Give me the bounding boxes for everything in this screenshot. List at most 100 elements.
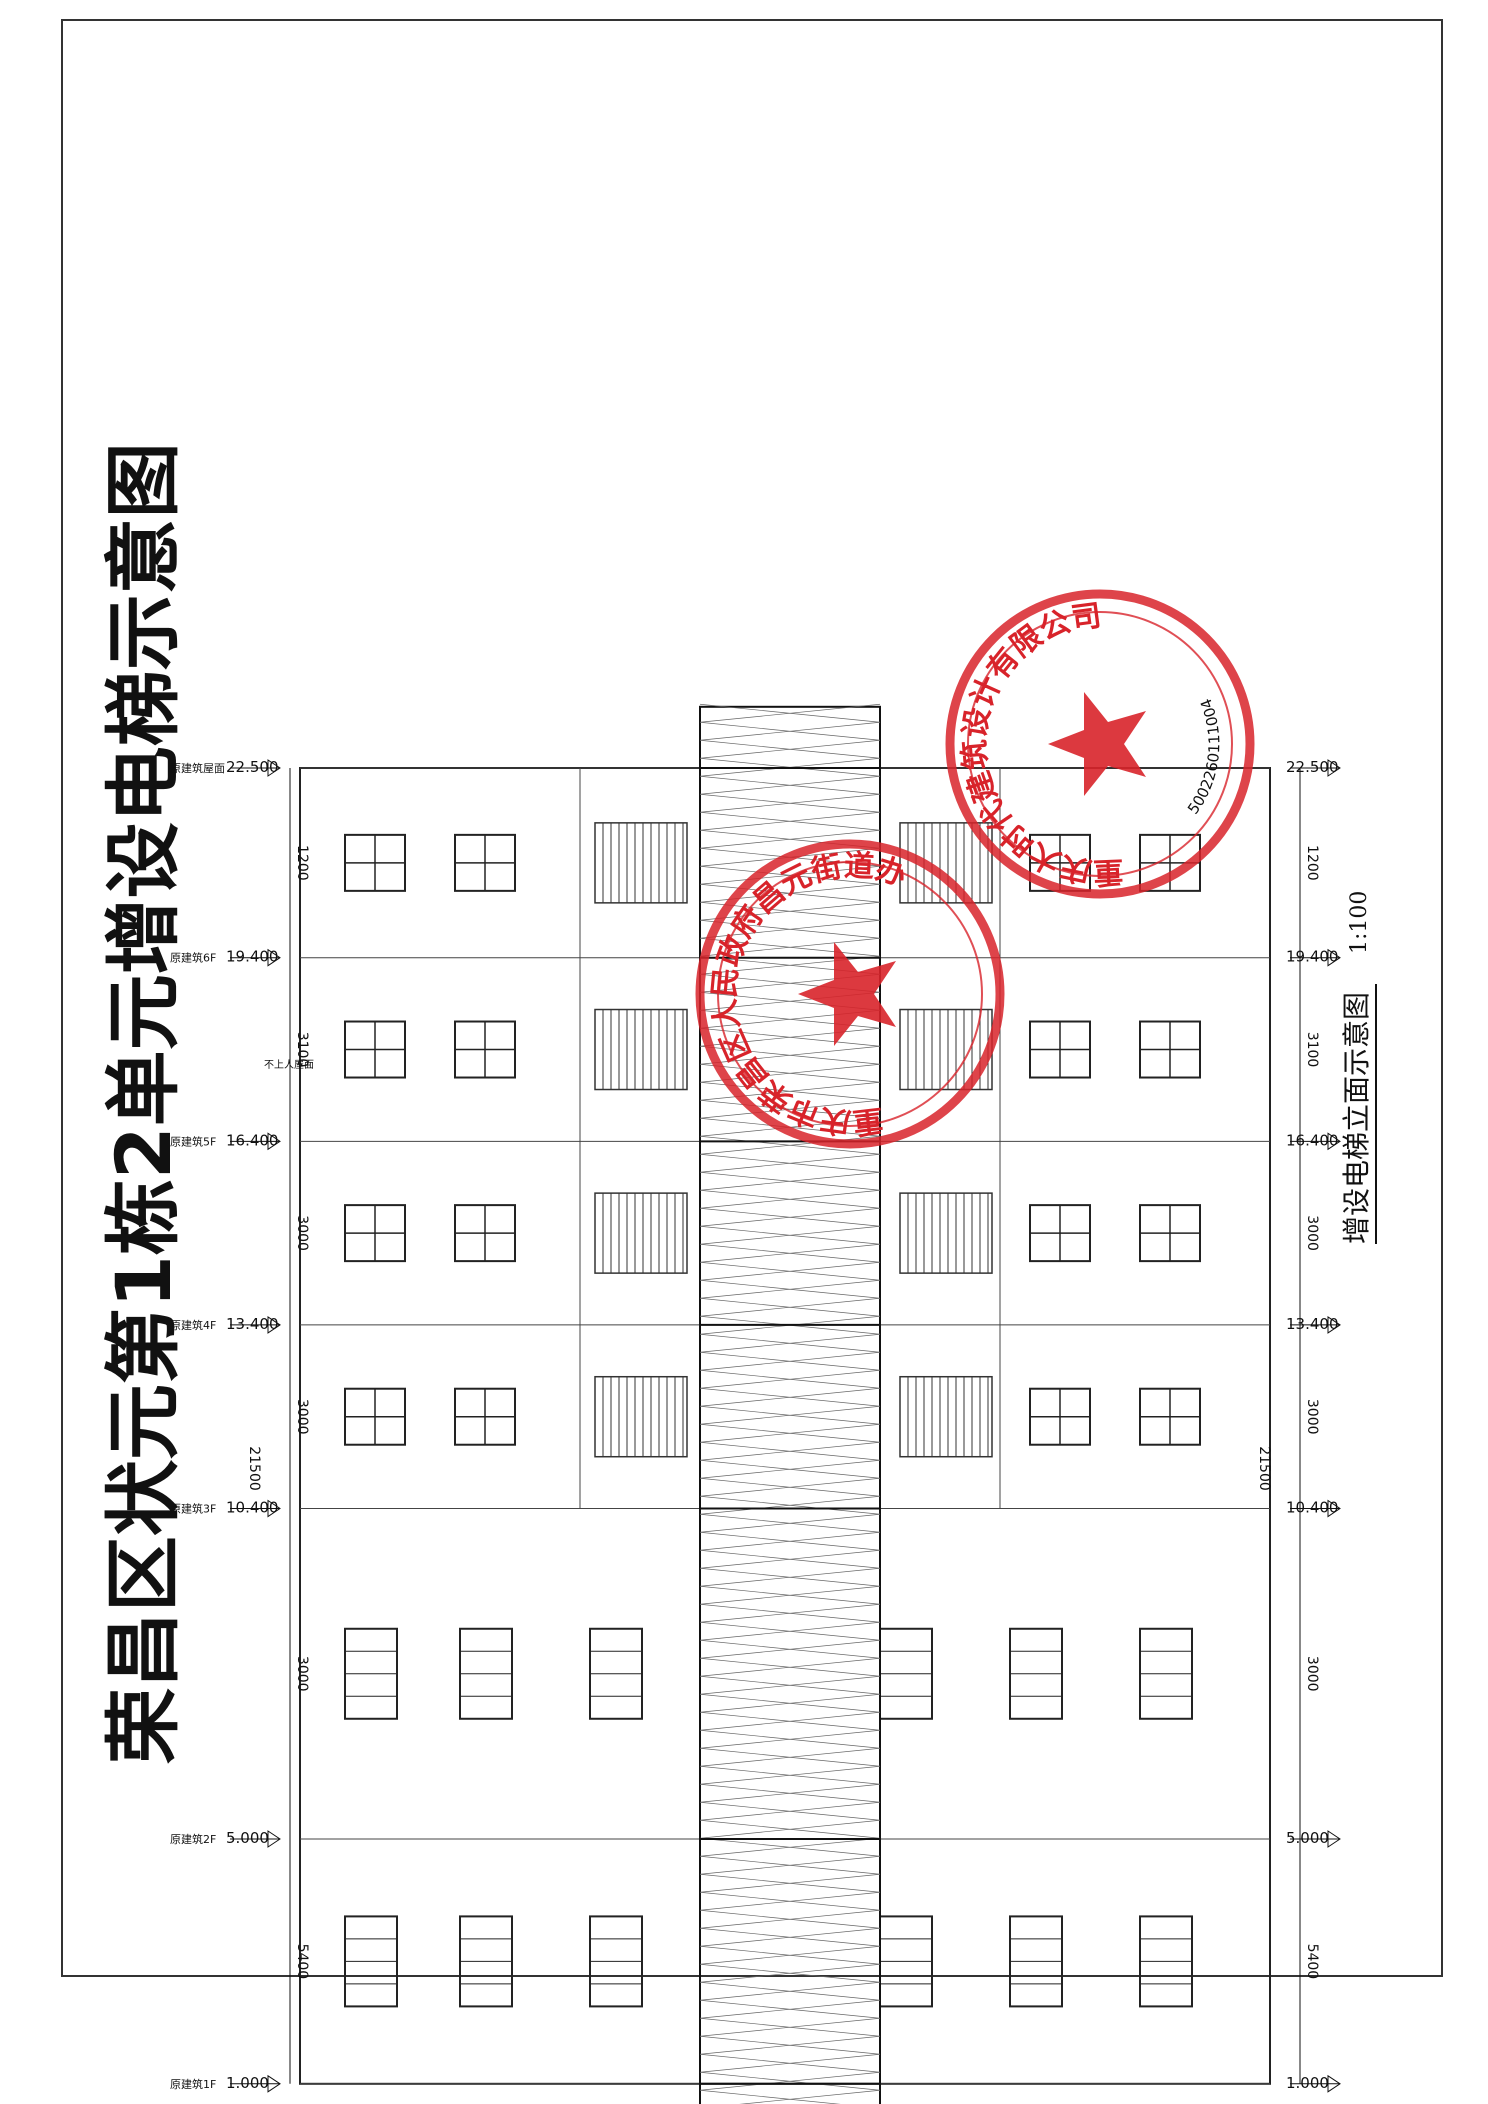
lattice-line — [699, 1783, 881, 1803]
lattice-line — [699, 1945, 881, 1965]
lattice-line — [699, 1729, 881, 1749]
level-triangle — [267, 1830, 281, 1848]
dim-total: 21500 — [246, 1446, 262, 1491]
stair-grille — [899, 1375, 993, 1458]
government-seal: 重庆市荣昌区人民政府昌元街道办事处 — [695, 839, 1005, 1149]
level-label: 原建筑1F — [170, 2077, 216, 2091]
level-marker: 22.500 — [1286, 758, 1341, 777]
lattice-line — [699, 1333, 881, 1353]
level-triangle — [1327, 1132, 1341, 1151]
dim-total: 21500 — [1256, 1446, 1272, 1491]
lattice-line — [699, 1459, 881, 1479]
dim-value: 5400 — [1304, 1944, 1320, 1980]
lattice-line — [699, 1747, 881, 1767]
level-markers-top: 22.500原建筑屋面19.400原建筑6F16.400原建筑5F13.400原… — [170, 758, 281, 2093]
level-triangle — [267, 948, 281, 967]
level-marker: 10.400 — [1286, 1499, 1341, 1518]
facade-outline — [299, 766, 1271, 2085]
lattice-line — [699, 1441, 881, 1461]
level-elevation: 13.400 — [226, 1315, 279, 1333]
level-label: 原建筑2F — [170, 1832, 216, 1846]
level-label: 原建筑5F — [170, 1134, 216, 1148]
lattice-line — [699, 739, 881, 759]
lattice-line — [699, 793, 881, 813]
level-marker: 16.400 — [1286, 1131, 1341, 1151]
lattice-line — [699, 775, 881, 795]
lattice-line — [699, 1387, 881, 1407]
dim-value: 3000 — [1304, 1215, 1320, 1251]
stair-grille — [594, 1192, 688, 1274]
lattice-line — [699, 1801, 881, 1821]
level-triangle — [267, 759, 281, 777]
level-triangle — [267, 2074, 281, 2093]
stair-grille — [594, 822, 688, 904]
lattice-line — [699, 1063, 881, 1083]
dim-value: 3100 — [1304, 1032, 1320, 1068]
lattice-line — [699, 1171, 881, 1191]
level-elevation: 10.400 — [226, 1499, 279, 1517]
drawing-frame — [61, 19, 1443, 1977]
lattice-line — [699, 2017, 881, 2037]
lattice-line — [699, 883, 881, 903]
lattice-line — [699, 1549, 881, 1569]
level-marker: 19.400 原建筑6F — [170, 948, 281, 967]
lattice-line — [699, 1927, 881, 1947]
elevator-shaft — [699, 703, 881, 2104]
level-marker: 13.400 — [1286, 1315, 1341, 1334]
lattice-line — [699, 1603, 881, 1623]
level-marker: 1.000 — [1286, 2074, 1341, 2093]
lattice-line — [699, 1819, 881, 1839]
stair-grille — [594, 1008, 688, 1091]
lattice-line — [699, 1981, 881, 2001]
grille-frame — [594, 1192, 688, 1274]
level-elevation: 19.400 — [1286, 948, 1339, 966]
level-elevation: 1.000 — [1286, 2074, 1329, 2092]
lattice-line — [699, 1297, 881, 1317]
stair-grille — [899, 1192, 993, 1274]
dim-value: 3000 — [294, 1215, 310, 1251]
lattice-line — [699, 1711, 881, 1731]
lattice-line — [699, 811, 881, 831]
roof-note: 不上人屋面 — [264, 1059, 314, 1071]
lattice-line — [699, 1423, 881, 1443]
drawing-caption: 增设电梯立面示意图 — [1340, 992, 1373, 1244]
lattice-line — [699, 1369, 881, 1389]
level-triangle — [267, 1132, 281, 1151]
lattice-line — [699, 2089, 881, 2104]
level-triangle — [1327, 1499, 1341, 1518]
level-elevation: 19.400 — [226, 948, 279, 966]
lattice-line — [699, 1243, 881, 1263]
grille-frame — [594, 1008, 688, 1091]
shaft-lattice — [699, 703, 881, 2104]
lattice-line — [699, 1909, 881, 1929]
lattice-line — [699, 1999, 881, 2019]
level-label: 原建筑3F — [170, 1502, 216, 1516]
level-triangle — [1327, 759, 1341, 777]
window-group — [344, 822, 1201, 2008]
lattice-line — [699, 1495, 881, 1515]
lattice-line — [699, 1837, 881, 1857]
dim-value: 3000 — [1304, 1656, 1320, 1692]
shaft-outline — [699, 705, 881, 2104]
lattice-line — [699, 1027, 881, 1047]
lattice-line — [699, 2053, 881, 2073]
lattice-line — [699, 1135, 881, 1155]
lattice-line — [699, 1657, 881, 1677]
level-elevation: 22.500 — [1286, 758, 1339, 776]
drawing-scale: 1:100 — [1347, 891, 1372, 954]
lattice-line — [699, 1639, 881, 1659]
lattice-line — [699, 1693, 881, 1713]
dim-value: 3000 — [294, 1656, 310, 1692]
building-facade — [299, 766, 1271, 2085]
level-label: 原建筑6F — [170, 951, 216, 965]
lattice-line — [699, 1225, 881, 1245]
lattice-line — [699, 2089, 881, 2104]
lattice-line — [699, 865, 881, 885]
level-triangle — [1327, 948, 1341, 967]
